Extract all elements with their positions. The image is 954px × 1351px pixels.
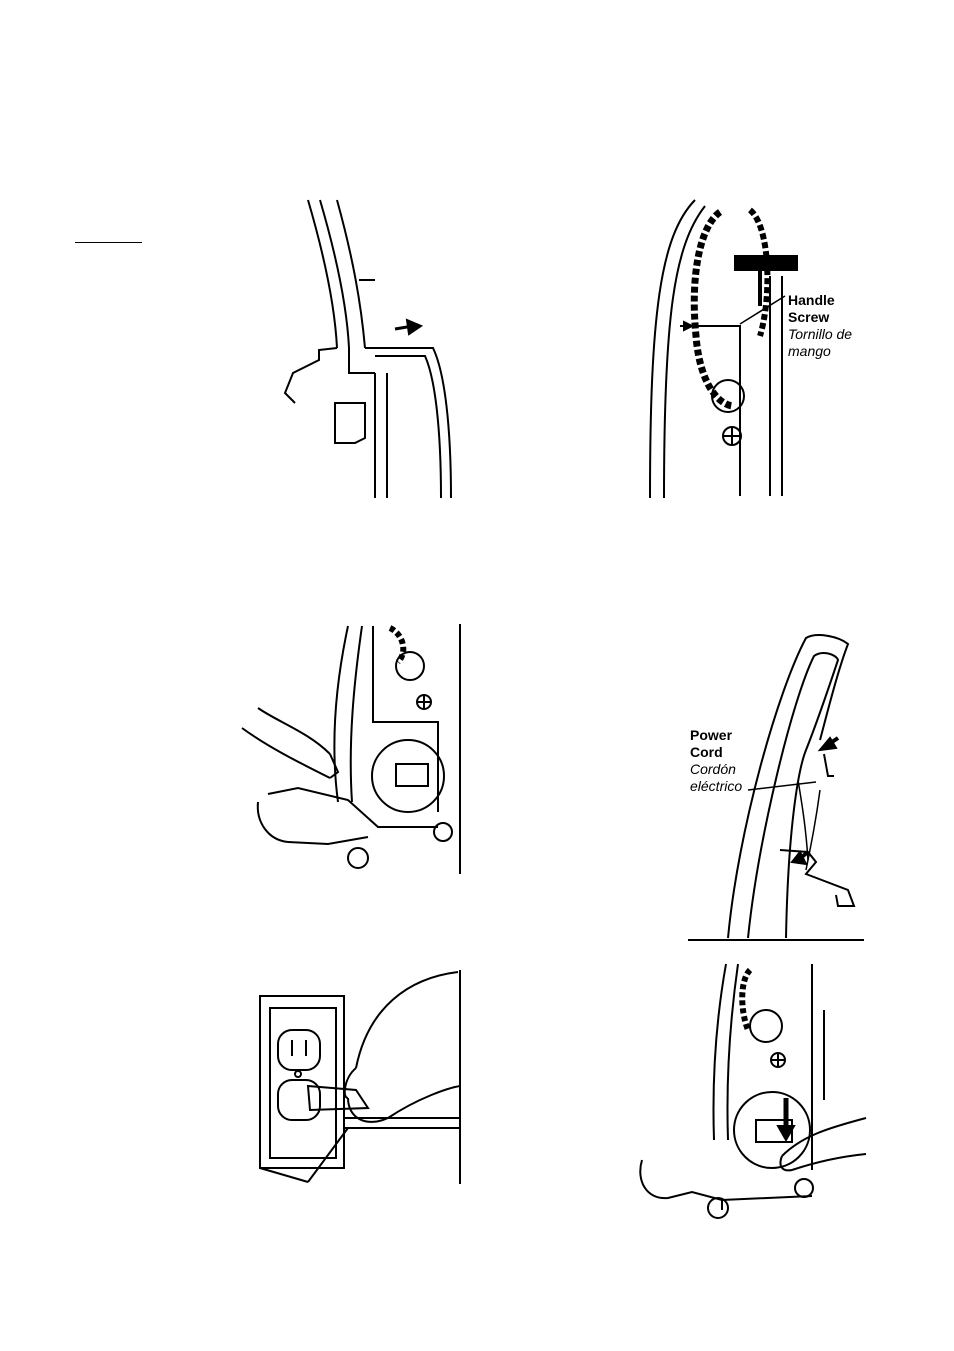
label-power-cord-en-2: Cord	[690, 744, 742, 761]
figure-handle-attach	[275, 198, 465, 498]
margin-underline	[75, 242, 142, 243]
figure-hand-on-base	[238, 622, 466, 877]
power-outlet-icon	[260, 996, 344, 1168]
label-handle-screw-es-2: mango	[788, 343, 852, 360]
hand-icon	[258, 708, 330, 754]
label-handle-screw-en-1: Handle	[788, 292, 852, 309]
hand-icon	[782, 1118, 866, 1156]
label-handle-screw-es-1: Tornillo de	[788, 326, 852, 343]
label-power-cord-es-1: Cordón	[690, 761, 742, 778]
figure-push-base	[632, 960, 868, 1222]
label-power-cord: Power Cord Cordón eléctrico	[690, 727, 742, 795]
hand-icon	[356, 972, 458, 1068]
label-power-cord-es-2: eléctrico	[690, 778, 742, 795]
figure-unplug-outlet	[248, 968, 464, 1186]
label-handle-screw: Handle Screw Tornillo de mango	[788, 292, 852, 360]
label-power-cord-en-1: Power	[690, 727, 742, 744]
label-handle-screw-en-2: Screw	[788, 309, 852, 326]
